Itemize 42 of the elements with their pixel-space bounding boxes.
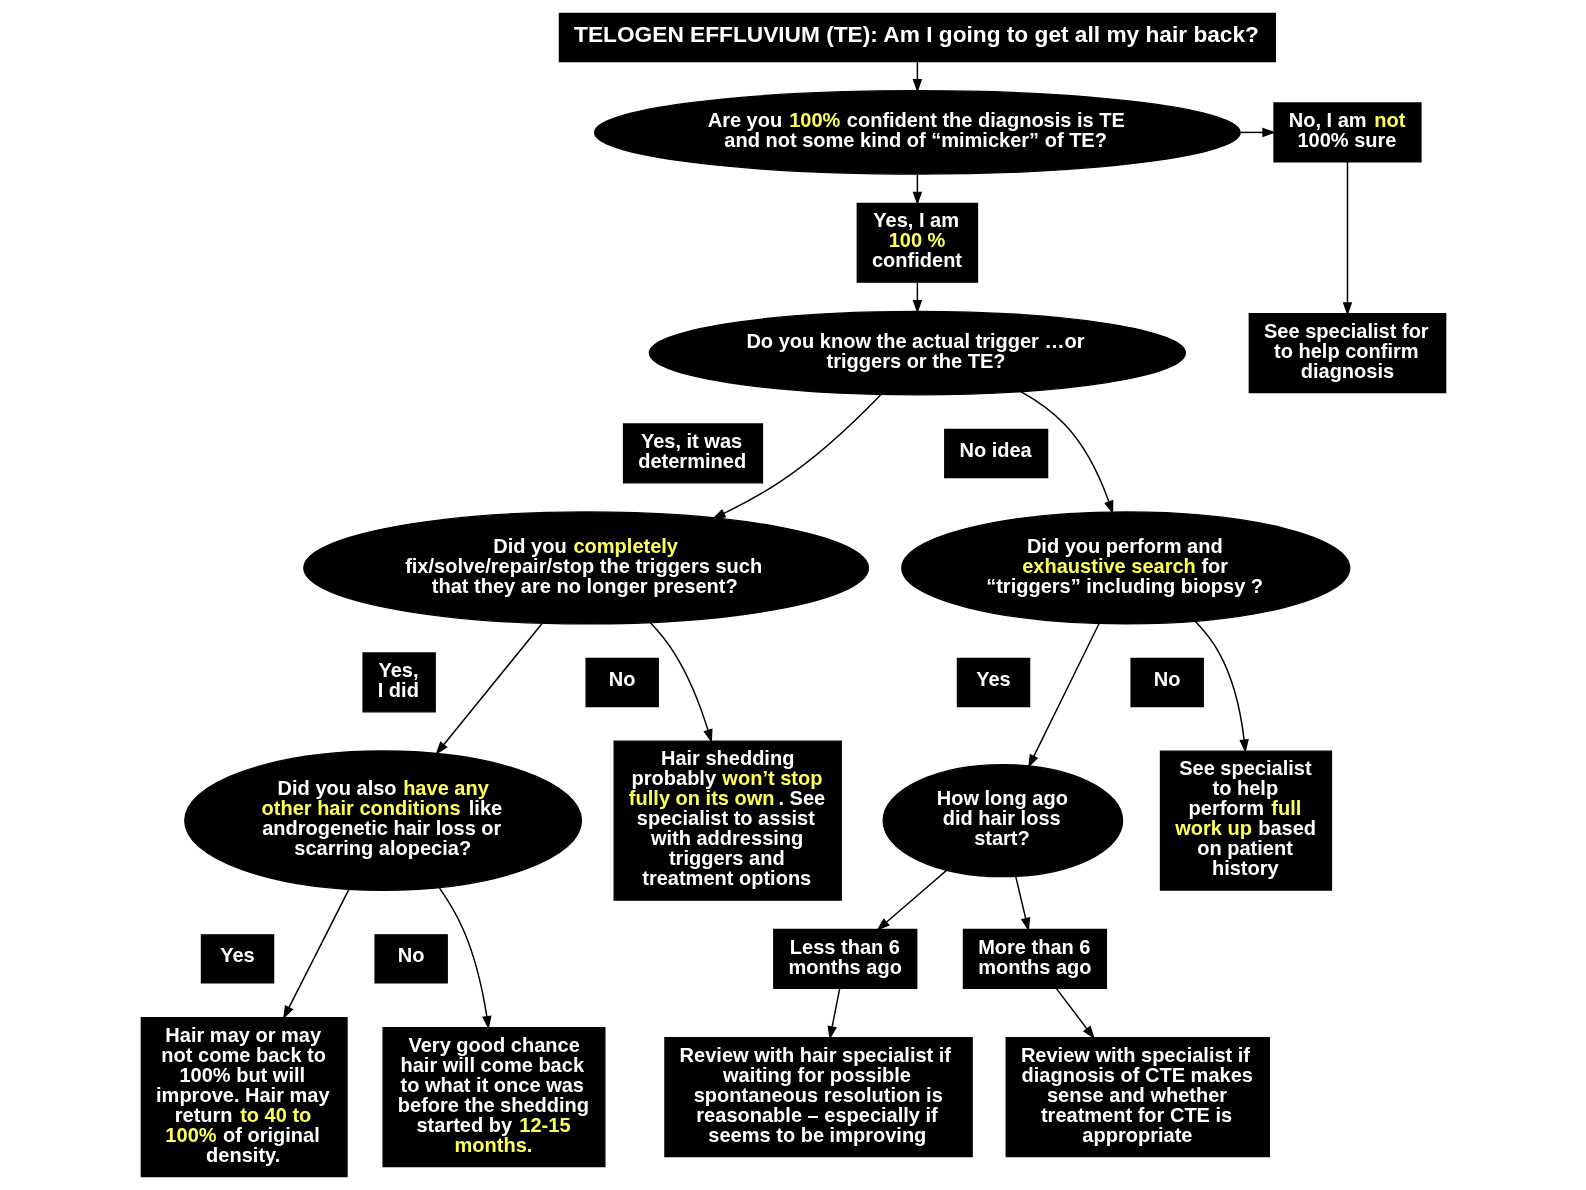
node-box: No [373,934,448,984]
node-box: Yes [200,934,274,984]
node-box: Hair shedding probably won’t stop fully on its own. See specialist to assist with addressing triggers and treatment options [613,740,842,901]
arrow [875,869,948,931]
node-box: No, I am not 100% sure [1272,102,1422,163]
arrow [648,621,713,744]
node-box: Yes [956,657,1030,708]
arrow [438,887,491,1030]
node-ellipse: Did you also have any other hair conditions like androgenetic hair loss or scarring alopecia? [183,750,582,891]
node-box: Less than 6 months ago [772,928,917,989]
arrow [1019,390,1113,515]
node-box: More than 6 months ago [962,928,1107,989]
arrow [912,60,922,93]
node-box: TELOGEN EFFLUVIUM (TE): Am I going to get all my hair back? [558,12,1276,63]
node-box: Review with specialist if diagnosis of CTE makes sense and whether treatment for CTE is appropriate [1005,1037,1270,1158]
node-ellipse: Are you 100% confident the diagnosis is TE and not some kind of “mimicker” of TE? [593,90,1241,175]
node-box: No [1129,657,1204,708]
node-box: Review with hair specialist if waiting for possible spontaneous resolution is reasonable – especially if seems to be improving [663,1037,973,1158]
arrow [282,888,349,1020]
node-box: See specialist to help perform full work up based on patient history [1159,750,1332,891]
node-box: Hair may or may not come back to 100% but will improve. Hair may return to 40 to 100% of original density. [140,1017,348,1178]
arrow [912,281,922,314]
node-ellipse: Did you completely fix/solve/repair/stop the triggers such that they are no longer present? [302,511,869,625]
node-box: Yes, I am 100 % confident [856,202,978,283]
node-ellipse: Do you know the actual trigger …or triggers or the TE? [648,310,1186,396]
arrow [711,394,882,520]
arrow [1239,127,1276,138]
arrow [1194,620,1249,754]
node-box: See specialist for to help confirm diagnosis [1248,313,1446,394]
arrow [1027,622,1100,769]
arrow [1014,875,1030,932]
node-box: Yes, it was determined [622,423,763,484]
node-ellipse: Did you perform and exhaustive search for “triggers” including biopsy ? [900,511,1350,625]
node-box: Yes, I did [361,652,436,713]
arrow [1342,161,1352,316]
arrow [1055,987,1095,1040]
arrow [827,987,840,1040]
node-box: No idea [943,428,1048,479]
arrow [434,622,543,755]
node-ellipse: How long ago did hair loss start? [882,763,1123,878]
node-box: Very good chance hair will come back to what it once was before the shedding started by 12-15 months. [381,1027,605,1168]
node-box: No [584,657,659,708]
